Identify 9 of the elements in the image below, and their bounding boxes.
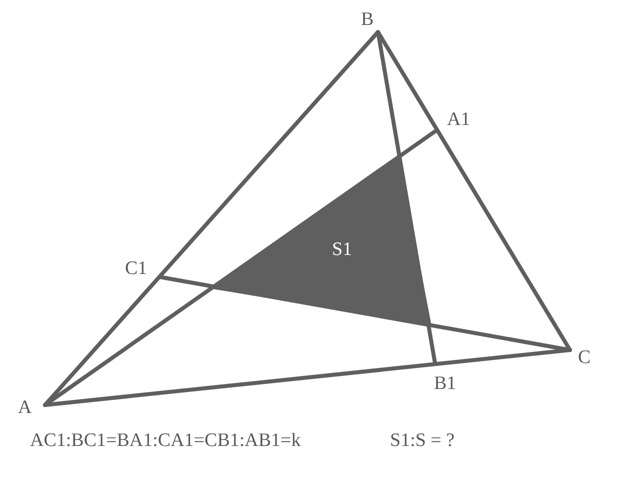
question: S1:S = ?: [390, 431, 455, 450]
point-label: A: [18, 398, 32, 417]
area-label: S1: [332, 240, 352, 259]
point-label: C1: [125, 259, 148, 278]
point-label: A1: [447, 110, 470, 129]
point-label: C: [578, 348, 591, 367]
ratio-condition: AC1:BC1=BA1:CA1=CB1:AB1=k: [30, 431, 301, 450]
point-label: B1: [434, 374, 456, 393]
point-label: B: [361, 10, 374, 29]
